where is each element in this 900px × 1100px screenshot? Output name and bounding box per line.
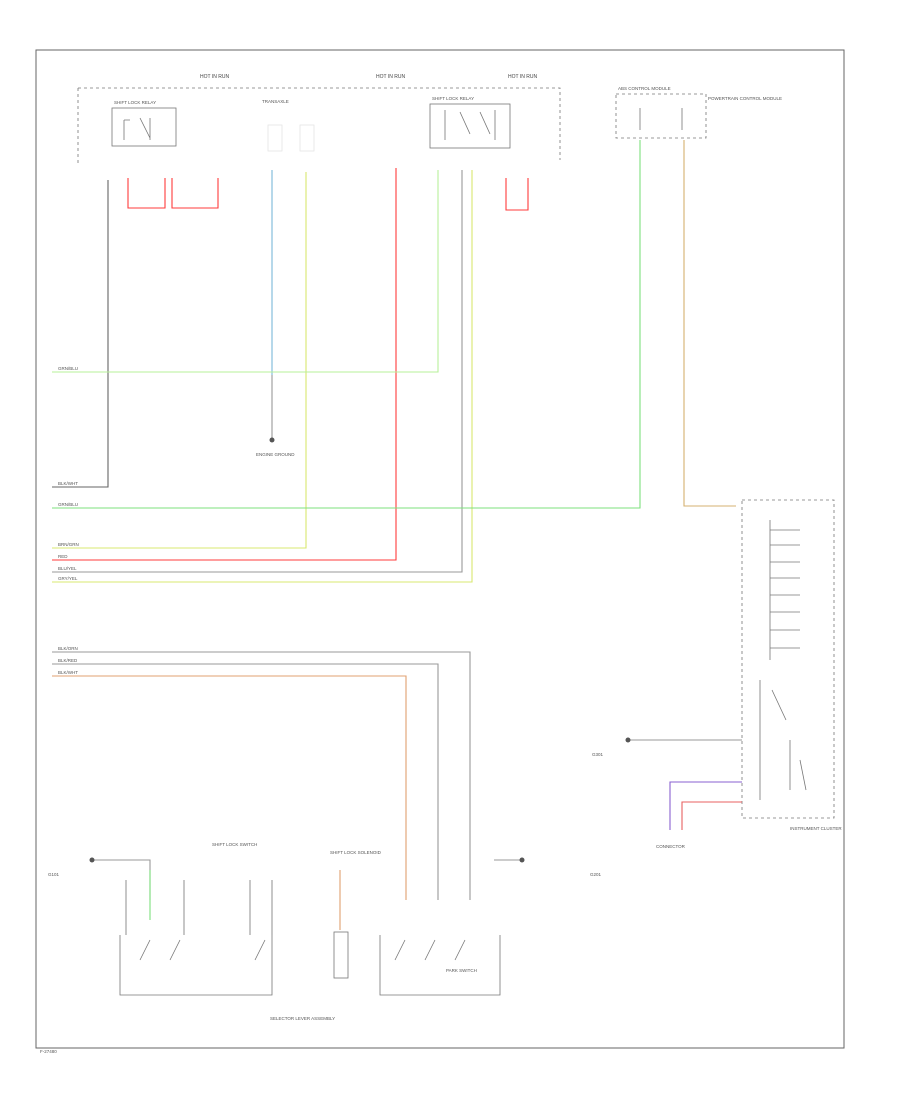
bottom-left-ground-label: G101	[48, 872, 60, 877]
cluster-label: INSTRUMENT CLUSTER	[790, 826, 842, 831]
vertical-wires: ENGINE GROUND	[52, 140, 736, 583]
engine-ground-dot	[269, 437, 275, 443]
diagram-frame	[35, 49, 845, 1049]
wire-label-3: GRN/BLU	[58, 502, 78, 507]
wire-label-5: RED	[58, 554, 68, 559]
fuse-title-2: HOT IN RUN	[376, 74, 405, 80]
fuse-title-3: HOT IN RUN	[508, 74, 537, 80]
switch-title: SHIFT LOCK SWITCH	[212, 842, 257, 847]
wire-label-7: GRY/YEL	[58, 576, 78, 581]
right-block-label: ABS CONTROL MODULE	[618, 86, 671, 91]
wire-label-9: BLK/RED	[58, 658, 78, 663]
right-relay-box	[429, 103, 511, 149]
fuse-title-1: HOT IN RUN	[200, 74, 229, 80]
left-relay-box	[111, 107, 177, 147]
right-block-note: POWERTRAIN CONTROL MODULE	[708, 96, 782, 101]
solenoid-label: SHIFT LOCK SOLENOID	[330, 850, 382, 855]
connector-label: CONNECTOR	[656, 844, 686, 849]
bottom-switch-assembly: G101 G201 SHIFT LOCK SWITCH SHIFT LOCK S…	[48, 842, 602, 1021]
right-relay-label: SHIFT LOCK RELAY	[432, 96, 474, 101]
right-control-block	[615, 93, 707, 139]
wire-label-1: GRN/BLU	[58, 366, 78, 371]
solenoid-box	[333, 931, 349, 979]
bottom-left-ground-dot	[89, 857, 95, 863]
park-switch-label: PARK SWITCH	[446, 968, 477, 973]
cluster-ground-dot	[625, 737, 631, 743]
mid-label: TRANSAXLE	[262, 99, 289, 104]
bottom-caption: SELECTOR LEVER ASSEMBLY	[270, 1016, 335, 1021]
bottom-right-ground-label: G201	[590, 872, 602, 877]
top-red-jumpers	[127, 178, 529, 211]
wire-label-4: BRN/GRN	[58, 542, 79, 547]
top-fuse-section: HOT IN RUN HOT IN RUN HOT IN RUN SHIFT L…	[77, 74, 782, 165]
bottom-right-ground-dot	[519, 857, 525, 863]
left-wire-labels: GRN/BLU BLK/WHT GRN/BLU BRN/GRN RED BLU/…	[58, 366, 79, 675]
cluster-box	[741, 499, 835, 819]
left-relay-label: SHIFT LOCK RELAY	[114, 100, 156, 105]
engine-ground-label: ENGINE GROUND	[256, 452, 295, 457]
wire-label-8: BLK/ORN	[58, 646, 78, 651]
bottom-wires	[52, 651, 520, 920]
footer-code: F-27480	[40, 1049, 57, 1054]
wire-label-6: BLU/YEL	[58, 566, 77, 571]
wire-label-2: BLK/WHT	[58, 481, 78, 486]
instrument-cluster: INSTRUMENT CLUSTER G301 CONNECTOR	[592, 499, 842, 849]
mid-right-ground-label: G301	[592, 752, 604, 757]
wire-label-10: BLK/WHT	[58, 670, 78, 675]
